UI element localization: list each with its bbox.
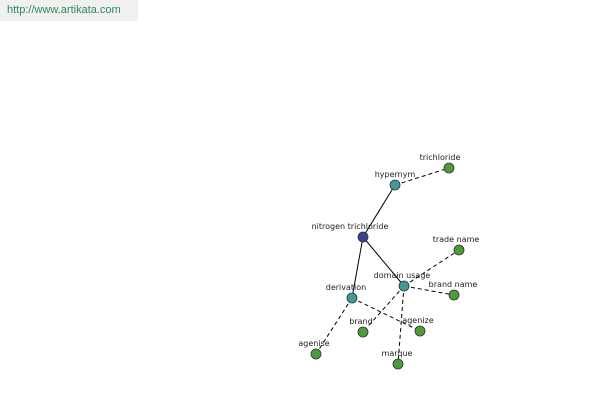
node-label-brand[interactable]: brand <box>349 317 372 326</box>
node-label-tradename[interactable]: trade name <box>433 235 480 244</box>
edge-nitrogen-domain <box>362 236 405 287</box>
node-derivation[interactable]: derivation <box>326 283 366 304</box>
node-label-trichloride[interactable]: trichloride <box>420 153 461 162</box>
edge-derivation-agenize <box>351 297 421 332</box>
node-agenize[interactable]: agenize <box>402 316 434 337</box>
node-tradename[interactable]: trade name <box>433 235 480 256</box>
node-hypernym[interactable]: hypernym <box>375 170 416 191</box>
edge-domain-brand <box>362 285 405 333</box>
url-bar: http://www.artikata.com <box>0 0 138 21</box>
node-label-agenize[interactable]: agenize <box>402 316 433 325</box>
node-label-domain[interactable]: domain usage <box>374 271 431 280</box>
edge-domain-marque <box>397 285 405 365</box>
node-label-derivation[interactable]: derivation <box>326 283 366 292</box>
edge-nitrogen-derivation <box>351 236 364 299</box>
graph-nodes: nitrogen trichloride hypernym trichloride d… <box>298 153 480 370</box>
node-marque[interactable]: marque <box>382 349 413 370</box>
node-label-hypernym[interactable]: hypernym <box>375 170 416 179</box>
node-dot-domain[interactable] <box>398 280 410 292</box>
edge-hypernym-trichloride <box>394 167 450 186</box>
graph-edges <box>315 167 460 365</box>
node-label-nitrogen[interactable]: nitrogen trichloride <box>312 222 389 231</box>
node-dot-nitrogen[interactable] <box>357 231 369 243</box>
node-dot-marque[interactable] <box>392 358 404 370</box>
node-agenise[interactable]: agenise <box>298 339 330 360</box>
edge-nitrogen-hypernym <box>362 184 396 238</box>
node-dot-trichloride[interactable] <box>443 162 455 174</box>
node-label-brandname[interactable]: brand name <box>429 280 478 289</box>
node-domain[interactable]: domain usage <box>374 271 431 292</box>
node-dot-hypernym[interactable] <box>389 179 401 191</box>
node-nitrogen[interactable]: nitrogen trichloride <box>312 222 389 243</box>
node-brandname[interactable]: brand name <box>429 280 478 301</box>
node-dot-brand[interactable] <box>357 326 369 338</box>
node-dot-brandname[interactable] <box>448 289 460 301</box>
edge-domain-brandname <box>403 285 455 296</box>
node-dot-tradename[interactable] <box>453 244 465 256</box>
site-url[interactable]: http://www.artikata.com <box>7 4 121 16</box>
node-dot-agenise[interactable] <box>310 348 322 360</box>
node-label-marque[interactable]: marque <box>382 349 413 358</box>
node-dot-agenize[interactable] <box>414 325 426 337</box>
node-brand[interactable]: brand <box>349 317 373 338</box>
node-trichloride[interactable]: trichloride <box>420 153 461 174</box>
edge-domain-tradename <box>403 249 460 287</box>
node-dot-derivation[interactable] <box>346 292 358 304</box>
node-label-agenise[interactable]: agenise <box>298 339 329 348</box>
